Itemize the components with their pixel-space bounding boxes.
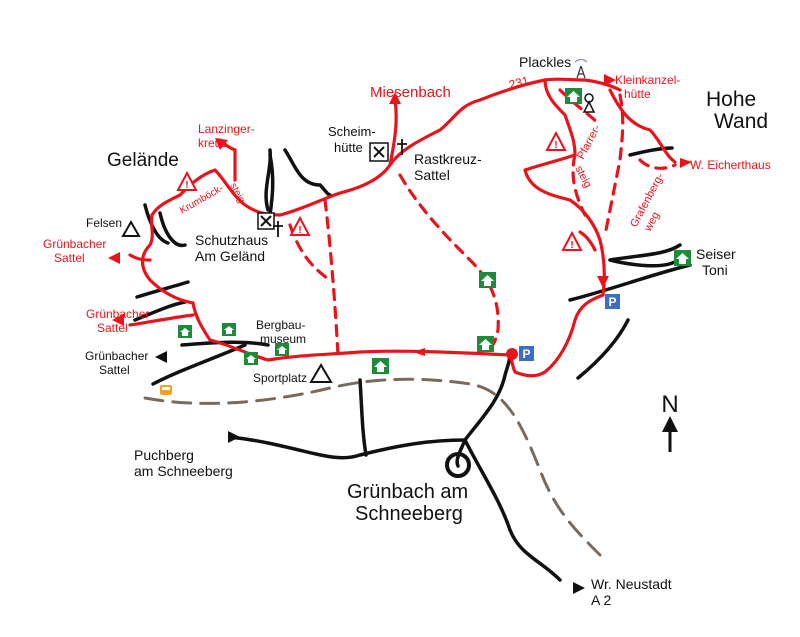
label-gruenbacher-red-2b: Sattel: [97, 321, 128, 335]
label-lanzinger-2: kreuz: [198, 136, 227, 150]
label-felsen: Felsen: [86, 216, 122, 230]
label-gelaende: Gelände: [107, 150, 179, 171]
label-neustadt-1: Wr. Neustadt: [591, 576, 672, 592]
label-krumbock-2: steig: [227, 181, 247, 205]
trail-arrows: [108, 74, 692, 356]
svg-text:!: !: [185, 180, 188, 191]
label-schutzhaus-1: Schutzhaus: [195, 232, 268, 248]
svg-text:!: !: [298, 225, 301, 236]
label-sportplatz: Sportplatz: [253, 371, 307, 385]
svg-text:P: P: [522, 347, 530, 361]
label-gruenbacher-blk-b: Sattel: [99, 363, 130, 377]
label-scheim-1: Scheim-: [328, 124, 376, 139]
label-neustadt-2: A 2: [591, 592, 611, 608]
label-schutzhaus-2: Am Geländ: [195, 248, 265, 264]
label-seiser-2: Toni: [702, 262, 728, 278]
parking-icon: P P: [519, 294, 620, 361]
cross-icon: [273, 139, 407, 237]
label-gruenbach-1: Grünbach am: [347, 481, 468, 503]
label-puchberg-2: am Schneeberg: [134, 463, 233, 479]
label-lanzinger-1: Lanzinger-: [198, 122, 255, 136]
hut-icon: [178, 88, 691, 374]
label-gruenbacher-blk-a: Grünbacher: [85, 349, 148, 363]
label-pfarrer-1: Pfarrer-: [575, 123, 603, 162]
label-eicherthaus: W. Eicherthaus: [690, 158, 771, 172]
label-seiser-1: Seiser: [696, 246, 736, 262]
label-bergbau-2: museum: [260, 332, 306, 346]
label-hohe: Hohe: [706, 88, 756, 111]
label-gruenbacher-red-1a: Grünbacher: [43, 237, 106, 251]
svg-text:N: N: [661, 391, 678, 418]
label-rastkreuz-2: Sattel: [414, 167, 450, 183]
viewpoint-icon: [582, 93, 596, 113]
summit-triangle-icon: [121, 219, 333, 383]
label-route-231: 231: [507, 73, 530, 92]
label-miesenbach: Miesenbach: [370, 84, 451, 101]
label-gruenbach-2: Schneeberg: [355, 503, 463, 525]
start-point-marker: [506, 348, 518, 360]
north-arrow-icon: N: [661, 391, 679, 452]
svg-text:!: !: [570, 240, 573, 251]
label-bergbau-1: Bergbau-: [256, 318, 305, 332]
railway-line: [143, 377, 602, 557]
roads: [133, 146, 692, 582]
svg-text:P: P: [608, 295, 616, 309]
trails: [128, 77, 677, 378]
restaurant-icon: [257, 142, 389, 230]
label-gruenbacher-red-1b: Sattel: [54, 251, 85, 265]
label-rastkreuz-1: Rastkreuz-: [414, 151, 482, 167]
label-puchberg-1: Puchberg: [134, 447, 194, 463]
label-pfarrer-2: steig: [572, 164, 594, 190]
road-arrows: [155, 351, 585, 594]
town-marker: [445, 452, 471, 478]
antenna-icon: [574, 58, 588, 79]
bus-icon: [160, 385, 172, 395]
label-scheim-2: hütte: [334, 140, 363, 155]
label-gruenbacher-red-2a: Grünbacher: [86, 307, 149, 321]
warning-triangle-icon: ! ! ! !: [176, 130, 583, 251]
svg-text:!: !: [554, 140, 557, 151]
label-kleinkanzel-2: hütte: [624, 87, 651, 101]
label-wand: Wand: [714, 110, 768, 133]
map-labels: Gelände Hohe Wand Plackles 231 Miesenbac…: [43, 54, 771, 608]
label-plackles: Plackles: [519, 54, 571, 70]
label-kleinkanzel-1: Kleinkanzel-: [615, 73, 680, 87]
